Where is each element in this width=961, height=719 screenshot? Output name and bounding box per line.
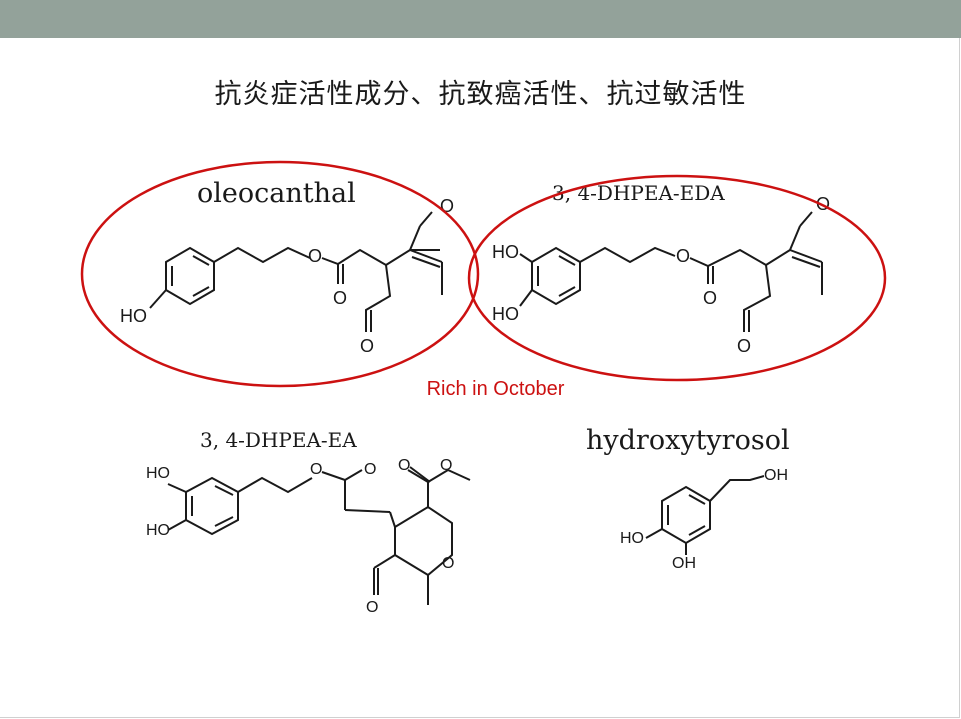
oleocanthal-atom-labels: O O O O HO [120,196,454,356]
hydroxytyrosol-hydroxyl-2: OH [672,555,696,572]
dhpea-ea-hydroxyl-1: HO [146,465,170,482]
dhpea-ea-benzene-ring [185,476,239,536]
oleocanthal-highlight-circle [80,160,480,388]
hydroxytyrosol-benzene-ring [661,485,711,545]
compound-name-hydroxytyrosol: hydroxytyrosol [586,425,790,456]
dhpea-ea-ring-o: O [442,555,454,572]
hydroxytyrosol-structure [645,475,765,555]
dhpea-ea-methoxy-o: O [440,457,452,474]
hydroxytyrosol-hydroxyl-1: HO [620,530,644,547]
hydroxytyrosol-atom-labels: OH HO OH [620,467,788,572]
oleocanthal-aldehyde-o-bottom: O [360,336,374,356]
dhpea-eda-hydroxyl-1: HO [492,242,519,262]
dhpea-ea-carbonyl-o: O [364,461,376,478]
compound-name-dhpea-ea: 3, 4-DHPEA-EA [200,428,357,452]
dhpea-eda-benzene-ring [531,246,581,306]
dhpea-eda-hydroxyl-2: HO [492,304,519,324]
season-note: Rich in October [426,378,565,400]
dhpea-eda-ester-o: O [676,246,690,266]
oleocanthal-ho-bond [149,289,167,309]
dhpea-ea-ester-o: O [310,461,322,478]
dhpea-ea-hydroxyl-2: HO [146,522,170,539]
dhpea-eda-highlight-circle [467,174,887,382]
dhpea-ea-ester-o-2: O [398,457,410,474]
dhpea-eda-atom-labels: O O O O HO HO [492,194,830,356]
oleocanthal-carbonyl-o: O [333,288,347,308]
oleocanthal-ester-o: O [308,246,322,266]
oleocanthal-hydroxyl: HO [120,306,147,326]
slide-frame [0,38,960,718]
dhpea-ea-atom-labels: HO HO O O O O O O [146,457,454,616]
dhpea-ea-aldehyde-o: O [366,599,378,616]
title-bar [0,0,961,38]
dhpea-eda-structure [519,211,823,332]
dhpea-eda-aldehyde-o-bottom: O [737,336,751,356]
compound-name-dhpea-eda: 3, 4-DHPEA-EDA [552,181,725,205]
dhpea-ea-structure [167,466,471,605]
oleocanthal-structure [149,211,443,332]
dhpea-eda-carbonyl-o: O [703,288,717,308]
hydroxytyrosol-hydroxyl-chain: OH [764,467,788,484]
slide-title: 抗炎症活性成分、抗致癌活性、抗过敏活性 [214,79,747,110]
oleocanthal-benzene-ring [165,246,215,306]
compound-name-oleocanthal: oleocanthal [197,178,356,209]
